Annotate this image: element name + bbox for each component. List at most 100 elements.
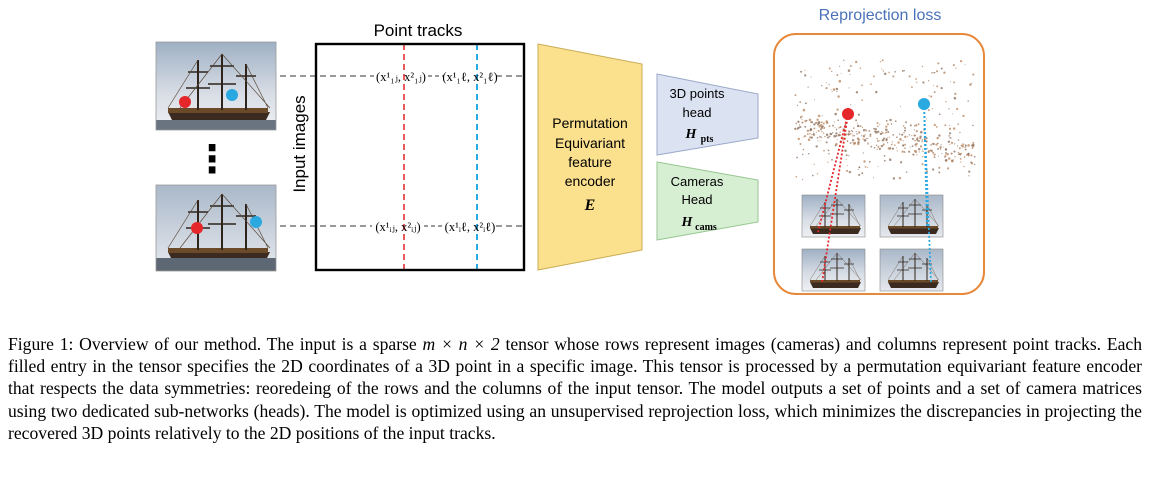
cloud-point xyxy=(912,153,915,156)
cloud-point xyxy=(794,94,797,97)
cloud-point xyxy=(836,90,838,93)
cloud-point xyxy=(921,139,924,141)
cloud-point xyxy=(865,138,867,140)
cloud-point xyxy=(873,177,875,179)
cloud-point xyxy=(925,118,928,120)
cloud-point xyxy=(964,146,966,149)
cloud-point xyxy=(797,126,800,130)
figure-caption: Figure 1: Overview of our method. The in… xyxy=(8,333,1142,444)
cloud-point xyxy=(868,160,871,163)
cloud-point xyxy=(971,144,974,147)
cloud-point xyxy=(953,150,956,153)
cloud-point xyxy=(935,70,939,73)
cloud-point xyxy=(923,138,926,141)
cloud-point xyxy=(806,133,809,136)
cloud-point xyxy=(943,71,946,74)
cloud-point xyxy=(883,72,887,76)
cloud-point xyxy=(813,131,815,133)
cloud-point xyxy=(940,147,942,149)
cloud-point xyxy=(889,118,892,122)
cloud-point xyxy=(932,151,935,154)
point-cloud xyxy=(794,59,976,181)
cloud-point xyxy=(887,130,890,134)
cloud-point xyxy=(858,166,861,168)
cloud-point xyxy=(933,123,936,127)
cloud-point xyxy=(890,123,893,125)
cloud-point xyxy=(839,126,842,128)
encoder-line-4: encoder xyxy=(565,173,616,189)
encoder-symbol: E xyxy=(584,197,596,214)
cloud-point xyxy=(850,104,852,106)
cloud-point xyxy=(931,168,935,171)
cloud-point xyxy=(804,125,807,128)
cloud-point xyxy=(807,153,810,155)
point-tracks-label: Point tracks xyxy=(374,21,463,40)
cloud-point xyxy=(829,132,832,136)
cloud-point xyxy=(940,86,943,90)
cloud-point xyxy=(842,139,844,141)
cloud-point xyxy=(867,142,869,144)
cloud-point xyxy=(929,149,932,152)
cloud-point xyxy=(872,75,875,78)
cloud-point xyxy=(837,119,840,122)
cloud-point xyxy=(933,85,934,87)
cloud-point xyxy=(904,129,906,132)
cloud-point xyxy=(824,135,826,138)
cloud-point xyxy=(904,135,907,139)
cloud-point xyxy=(822,122,825,125)
cloud-point xyxy=(899,161,903,164)
cloud-point xyxy=(856,123,858,125)
cloud-point xyxy=(881,59,884,62)
cloud-point xyxy=(927,109,930,112)
cloud-point xyxy=(817,140,819,142)
cloud-point xyxy=(823,127,825,129)
cloud-point xyxy=(915,124,918,127)
cloud-point xyxy=(935,143,938,146)
cloud-point xyxy=(961,145,964,148)
cloud-point xyxy=(820,130,822,132)
cloud-point xyxy=(957,151,960,154)
cloud-point xyxy=(804,119,807,123)
cloud-point xyxy=(826,122,828,124)
cloud-point xyxy=(940,67,943,70)
cloud-point xyxy=(837,95,840,98)
cloud-point xyxy=(963,156,966,158)
cams-head: Cameras Head H cams xyxy=(656,161,759,241)
cloud-point xyxy=(960,161,962,163)
entry-bottom-left: (x¹ᵢⱼ, x²ᵢⱼ) xyxy=(375,220,420,234)
cloud-point xyxy=(868,143,870,145)
cloud-point xyxy=(808,118,812,122)
cloud-point xyxy=(848,155,850,157)
cloud-point xyxy=(960,152,963,155)
cloud-point xyxy=(970,154,973,157)
cloud-point xyxy=(848,130,851,133)
cloud-point xyxy=(874,128,877,131)
cloud-point xyxy=(964,64,966,66)
cloud-point xyxy=(811,174,814,177)
cloud-point xyxy=(911,86,913,88)
cloud-point xyxy=(944,124,947,127)
cloud-point xyxy=(834,126,836,128)
entry-top-right: (x¹₁ℓ, x²₁ℓ) xyxy=(442,70,497,84)
cloud-point xyxy=(857,113,861,116)
cloud-point xyxy=(931,142,934,145)
cloud-point xyxy=(944,159,948,162)
input-images-label: Input images xyxy=(290,95,309,192)
cloud-point xyxy=(967,152,970,155)
cloud-point xyxy=(970,162,974,165)
cloud-point xyxy=(859,67,862,69)
cloud-point xyxy=(888,158,892,161)
cloud-point xyxy=(869,133,872,136)
cloud-point xyxy=(800,70,803,73)
cloud-point xyxy=(918,140,921,142)
cloud-point xyxy=(837,133,841,137)
cloud-point xyxy=(839,65,841,67)
cloud-point xyxy=(886,123,890,126)
cloud-point xyxy=(948,127,952,130)
cloud-point xyxy=(844,149,847,152)
cloud-point xyxy=(861,84,863,87)
cloud-point xyxy=(843,132,846,134)
cloud-point xyxy=(953,64,955,66)
cloud-point xyxy=(821,115,823,117)
red-ray-2 xyxy=(821,113,849,284)
